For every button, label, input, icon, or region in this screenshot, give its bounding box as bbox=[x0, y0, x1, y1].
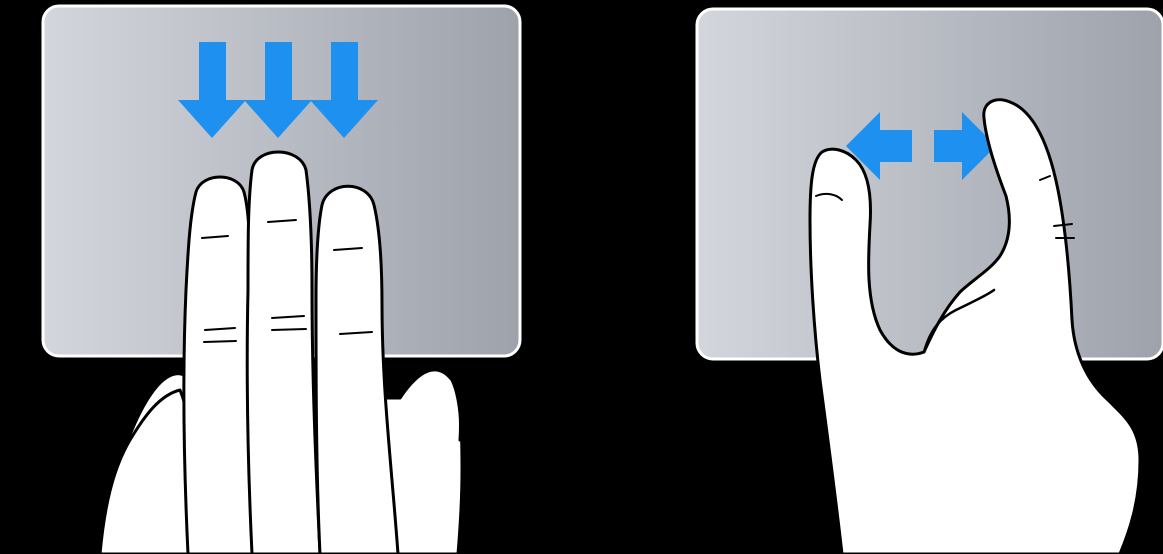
two-finger-spread-panel bbox=[697, 9, 1163, 554]
three-finger-swipe-panel bbox=[43, 6, 520, 554]
trackpad-right bbox=[697, 9, 1163, 359]
down-arrows bbox=[178, 42, 378, 138]
